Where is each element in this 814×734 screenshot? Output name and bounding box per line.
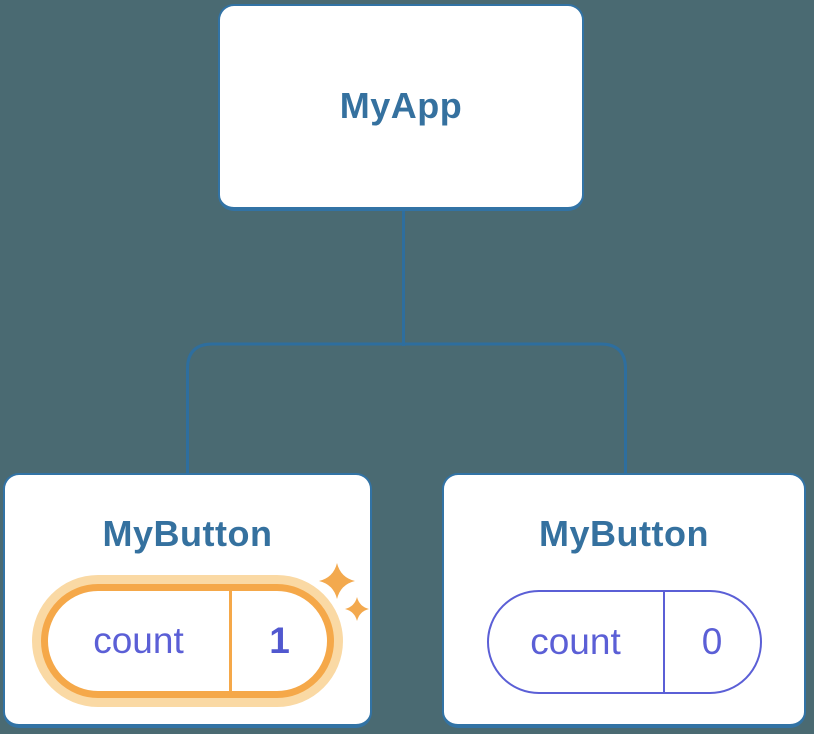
pill-divider <box>662 591 665 692</box>
state-label-section: count <box>48 591 229 691</box>
state-label: count <box>93 619 184 661</box>
root-component-card: MyApp <box>218 4 584 211</box>
child-component-card: MyButton count 0 <box>442 473 806 728</box>
state-value: 0 <box>701 620 723 662</box>
state-value: 1 <box>269 619 290 661</box>
child-component-title: MyButton <box>539 513 709 554</box>
state-label-section: count <box>489 592 663 692</box>
state-value-section: 0 <box>665 592 760 692</box>
pill-divider <box>229 590 232 691</box>
state-pill: count 0 <box>486 589 762 694</box>
child-component-card-highlighted: MyButton count 1 <box>3 473 372 728</box>
state-value-section: 1 <box>232 591 327 691</box>
child-component-title: MyButton <box>102 513 273 554</box>
state-label: count <box>530 620 621 662</box>
sparkles-icon <box>319 563 369 621</box>
state-pill-highlighted: count 1 <box>41 583 334 698</box>
root-component-title: MyApp <box>339 85 463 127</box>
